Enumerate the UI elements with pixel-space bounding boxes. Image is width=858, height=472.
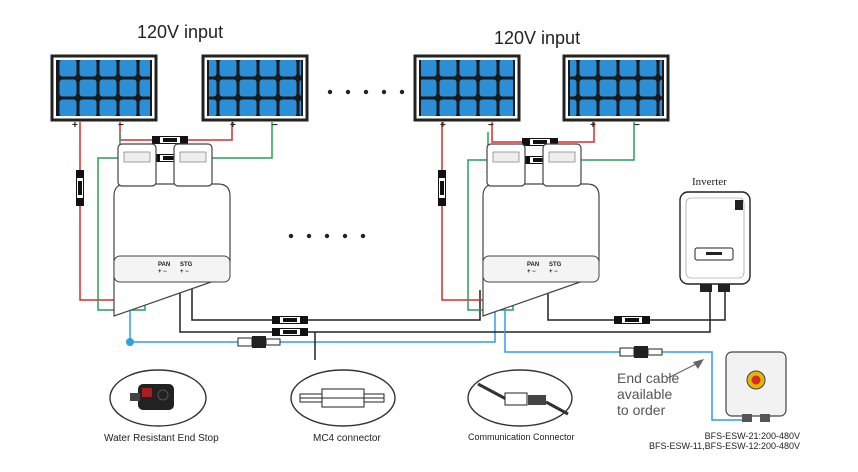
panel3-minus: − bbox=[488, 120, 494, 131]
end-cable-arrow bbox=[667, 359, 704, 379]
left-stg-polarity: + − bbox=[180, 269, 189, 275]
solar-panel-3 bbox=[413, 54, 521, 122]
solar-panel-4 bbox=[562, 54, 670, 122]
end-cable-box bbox=[725, 351, 787, 422]
end-cable-note-line1: End cable bbox=[617, 370, 680, 386]
right-stg-polarity: + − bbox=[549, 269, 558, 275]
panel4-plus: + bbox=[590, 120, 596, 131]
right-input-title: 120V input bbox=[494, 28, 581, 48]
end-cable-note-line2: available bbox=[617, 386, 673, 402]
comm-caption: Communication Connector bbox=[468, 432, 575, 442]
panel1-plus: + bbox=[72, 120, 78, 131]
mc4-bubble bbox=[290, 369, 396, 427]
right-pan-label: PAN bbox=[527, 262, 540, 268]
comm-bubble bbox=[467, 369, 573, 427]
panel2-minus: − bbox=[272, 120, 278, 131]
optimizer-right bbox=[482, 143, 600, 317]
end-stop-junction bbox=[126, 338, 134, 346]
model-line-1: BFS-ESW-21:200-480V bbox=[704, 431, 800, 441]
panel4-minus: − bbox=[634, 120, 640, 131]
solar-panel-1 bbox=[50, 54, 158, 122]
panel1-minus: − bbox=[118, 120, 124, 131]
right-stg-label: STG bbox=[549, 262, 562, 268]
model-line-2: BFS-ESW-11,BFS-ESW-12:200-480V bbox=[648, 441, 800, 451]
ellipsis-dots-middle bbox=[288, 233, 366, 239]
end-stop-bubble bbox=[109, 369, 207, 427]
ellipsis-dots-top bbox=[327, 89, 405, 95]
inverter bbox=[679, 191, 751, 292]
end-cable-note-line3: to order bbox=[617, 402, 666, 418]
optimizer-left bbox=[113, 143, 231, 317]
left-pan-label: PAN bbox=[158, 262, 171, 268]
left-stg-label: STG bbox=[180, 262, 193, 268]
left-pan-polarity: + − bbox=[158, 269, 167, 275]
solar-panel-2 bbox=[201, 54, 309, 122]
right-pan-polarity: + − bbox=[527, 269, 536, 275]
inverter-label: Inverter bbox=[692, 176, 727, 188]
comm-connector-left bbox=[237, 336, 281, 348]
left-input-title: 120V input bbox=[137, 22, 224, 42]
panel2-plus: + bbox=[230, 120, 236, 131]
comm-connector-right bbox=[619, 346, 663, 358]
end-stop-caption: Water Resistant End Stop bbox=[104, 433, 219, 444]
panel3-plus: + bbox=[440, 120, 446, 131]
mc4-caption: MC4 connector bbox=[313, 433, 381, 444]
